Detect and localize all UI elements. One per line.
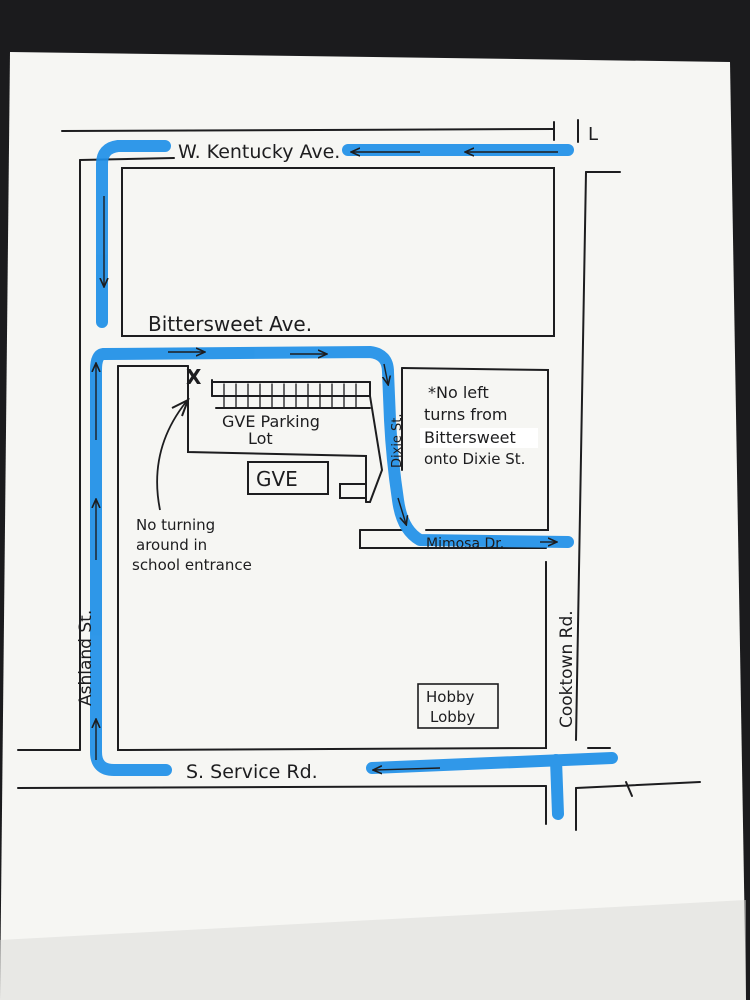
street-label-mimosa: Mimosa Dr. bbox=[426, 536, 504, 552]
note-no-left-1: *No left bbox=[428, 383, 489, 402]
paper-sheet bbox=[0, 52, 746, 1000]
school-label: GVE bbox=[256, 467, 298, 491]
parking-lot-label-1: GVE Parking bbox=[222, 412, 320, 431]
corner-l-mark: L bbox=[588, 124, 598, 145]
entrance-x-mark: X bbox=[186, 365, 202, 389]
note-no-left-3: Bittersweet bbox=[424, 428, 516, 447]
hobby-lobby-label-2: Lobby bbox=[430, 708, 475, 726]
hobby-lobby-building bbox=[417, 683, 499, 729]
route-arrows bbox=[96, 152, 558, 770]
paper-shadow bbox=[0, 900, 746, 1000]
street-label-ashland: Ashland St. bbox=[76, 610, 96, 706]
parking-lot-label-2: Lot bbox=[248, 429, 273, 448]
street-label-cooktown: Cooktown Rd. bbox=[557, 610, 577, 728]
street-label-service: S. Service Rd. bbox=[186, 761, 318, 783]
note-highlight-box bbox=[420, 428, 538, 448]
hobby-lobby-label-1: Hobby bbox=[426, 688, 474, 706]
street-label-kentucky: W. Kentucky Ave. bbox=[178, 141, 340, 163]
no-turn-pointer-head bbox=[171, 397, 190, 417]
note-no-turn-1: No turning bbox=[136, 516, 215, 534]
note-no-left-4: onto Dixie St. bbox=[424, 450, 525, 468]
no-turn-pointer-arrow bbox=[156, 401, 187, 511]
note-no-turn-3: school entrance bbox=[132, 556, 252, 574]
street-grid bbox=[17, 119, 701, 831]
note-no-turn-2: around in bbox=[136, 536, 207, 554]
note-no-left-2: turns from bbox=[424, 405, 508, 424]
street-label-bittersweet: Bittersweet Ave. bbox=[148, 312, 312, 336]
street-label-dixie: Dixie St. bbox=[390, 413, 405, 468]
